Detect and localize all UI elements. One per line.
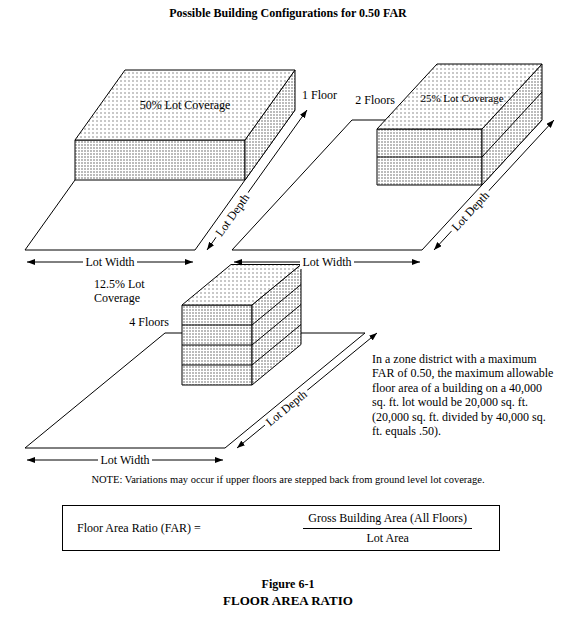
- explanation-note: In a zone district with a maximum FAR of…: [372, 352, 558, 438]
- building-front: [75, 140, 245, 180]
- figure-number: Figure 6-1: [262, 577, 315, 591]
- coverage-label: 12.5% Lot Coverage: [94, 277, 176, 306]
- formula-denominator: Lot Area: [367, 531, 409, 546]
- fraction-bar: [303, 528, 472, 529]
- building-top: [75, 70, 295, 140]
- floor-line: [252, 325, 301, 366]
- floors-label: 2 Floors: [355, 93, 395, 107]
- dimension-label: Lot Depth: [446, 186, 494, 236]
- dimension-label: Lot Width: [98, 453, 153, 467]
- formula-term: Floor Area Ratio (FAR) =: [77, 521, 201, 536]
- coverage-label: 50% Lot Coverage: [140, 98, 231, 112]
- floor-line: [377, 157, 482, 158]
- floors-label: 4 Floors: [126, 315, 172, 329]
- floor-line: [252, 285, 301, 326]
- diagram-title: Possible Building Configurations for 0.5…: [169, 6, 407, 20]
- floor-line: [252, 305, 301, 346]
- formula-numerator: Gross Building Area (All Floors): [308, 511, 467, 526]
- coverage-label: 25% Lot Coverage: [420, 92, 503, 105]
- floor-line: [182, 365, 252, 366]
- figure-title: FLOOR AREA RATIO: [223, 593, 353, 609]
- floor-line: [182, 325, 252, 326]
- building-front: [377, 129, 482, 185]
- dimension-arrow: [207, 110, 307, 250]
- dimension-label: Lot Width: [300, 255, 355, 269]
- floors-label: 1 Floor: [302, 88, 337, 102]
- dimension-arrow: [237, 333, 377, 448]
- building-front: [182, 305, 252, 385]
- dimension-label: Lot Depth: [260, 385, 312, 431]
- dimension-arrow: [434, 120, 554, 250]
- footnote: NOTE: Variations may occur if upper floo…: [91, 474, 484, 487]
- formula-box: Floor Area Ratio (FAR) = Gross Building A…: [62, 505, 500, 551]
- floor-line: [182, 345, 252, 346]
- dimension-label: Lot Width: [83, 255, 138, 269]
